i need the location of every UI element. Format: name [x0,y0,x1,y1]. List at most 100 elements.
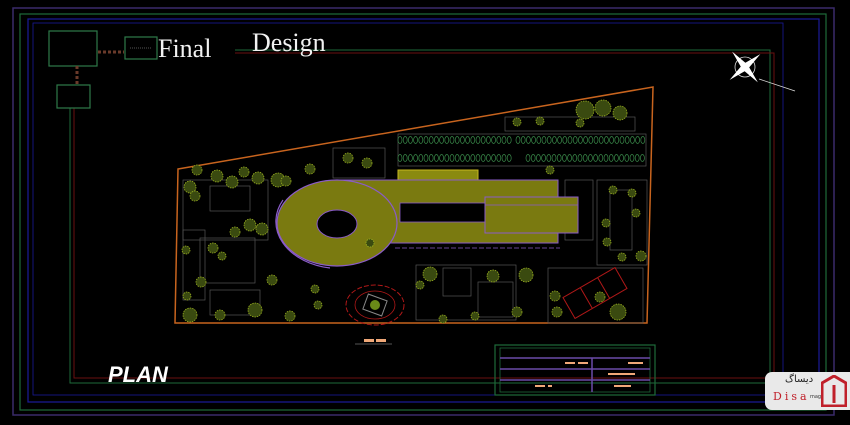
parking-space [408,154,413,162]
parking-space [593,154,598,162]
tree-icon [207,242,219,254]
outer-frame-purple [12,7,835,416]
parking-space [634,154,640,162]
parking-space [567,154,572,162]
parking-space [460,154,465,162]
parking-space [577,154,583,162]
parking-space [562,136,568,144]
parking-space [619,154,624,162]
parking-space [491,136,496,144]
parking-space [397,136,403,144]
parking-space [562,154,567,162]
parking-space [408,136,413,144]
parking-space [480,154,486,162]
parking-space [449,154,455,162]
parking-rows [397,136,646,162]
parking-space [413,136,418,144]
parking-space [475,136,481,144]
tree-icon [189,190,201,202]
parking-space [428,136,434,144]
tree-icon [608,185,618,195]
tree-icon [181,245,191,255]
tree-icon [217,251,227,261]
tree-icon [609,303,627,321]
outer-frame-green [19,13,827,411]
parking-space [465,154,470,162]
parking-space [480,136,486,144]
parking-space [531,136,536,144]
parking-space [614,136,620,144]
landscape-lines [182,116,648,324]
tree-icon [238,166,250,178]
tree-icon [183,180,197,194]
tree-icon [361,157,373,169]
parking-space [491,154,496,162]
parking-space [506,154,512,162]
tree-icon [575,100,595,120]
parking-space [624,154,630,162]
parking-space [582,154,588,162]
key-map [48,30,158,109]
parking-space [541,154,546,162]
tree-icon [486,269,500,283]
tree-icon [191,164,203,176]
tree-icon [602,237,612,247]
tree-icon [214,309,226,321]
parking-space [402,154,408,162]
tree-icon [415,280,425,290]
parking-space [439,154,444,162]
parking-space [444,154,450,162]
tree-icon [310,284,320,294]
parking-space [572,136,578,144]
parking-space [588,154,593,162]
tree-icon [511,306,523,318]
scale-bar [355,339,392,345]
parking-space [546,136,552,144]
tree-icon [304,163,316,175]
parking-space [572,154,578,162]
tree-icon [251,171,265,185]
tree-icon [225,175,239,189]
parking-space [449,136,455,144]
parking-space [434,154,439,162]
parking-space [536,136,542,144]
parking-space [501,136,507,144]
parking-space [423,154,429,162]
parking-space [598,154,604,162]
tree-icon [575,118,585,128]
parking-space [530,154,536,162]
parking-space [604,136,609,144]
tree-icon [601,218,611,228]
parking-space [413,154,418,162]
parking-space [454,154,460,162]
parking-space [470,154,476,162]
tree-icon [518,267,534,283]
watermark-suffix: mag [810,394,822,400]
watermark-logo: دیساگ Disa mag [765,372,850,410]
tree-icon [535,116,545,126]
tree-icon [438,314,448,324]
tree-icon [195,276,207,288]
parking-space [520,136,526,144]
trees [181,99,647,324]
tree-icon [182,307,198,323]
parking-space [630,136,635,144]
parking-space [609,136,614,144]
parking-space [454,136,460,144]
parking-space [546,154,552,162]
parking-space [475,154,481,162]
tree-icon [243,218,257,232]
site-boundary [174,86,654,324]
tree-icon [631,208,641,218]
parking-space [557,136,562,144]
parking-space [465,136,470,144]
parking-space [525,154,531,162]
parking-space [423,136,429,144]
tree-icon [284,310,296,322]
parking-space [536,154,541,162]
tree-icon [512,117,522,127]
parking-space [496,154,502,162]
tree-icon [594,291,606,303]
parking-space [635,136,640,144]
parking-space [515,136,521,144]
